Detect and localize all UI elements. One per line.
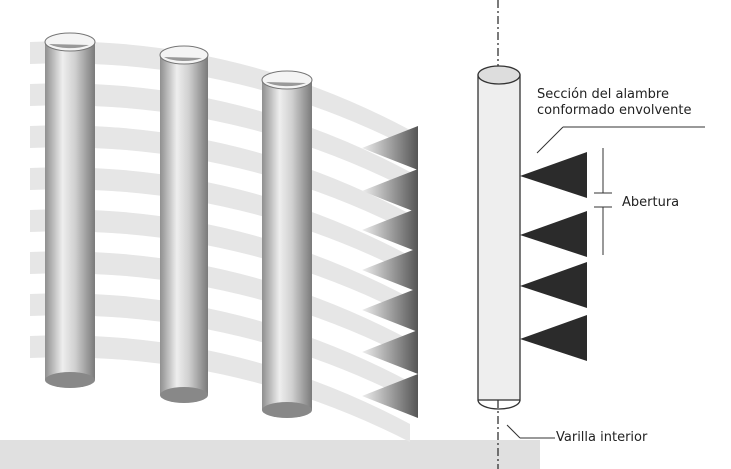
floor-bar [0,440,540,469]
wire-wedges [362,126,418,418]
support-rod [159,45,209,403]
support-rods [44,32,313,418]
inner-rod-label: Varilla interior [556,430,648,445]
opening-label: Abertura [622,195,680,210]
wire-profiles [520,152,587,361]
wire-wedge [362,208,418,252]
wire-wedge [362,374,418,418]
wire-profile [520,152,587,198]
inner-rod [477,65,521,410]
wire-wedge [362,288,418,332]
dimension-lines [506,126,705,439]
wire-bands [30,41,410,442]
wire-wedge [362,169,418,213]
support-rod [261,70,313,418]
section-label-line1: Sección del alambre [537,87,669,102]
wire-profile [520,211,587,257]
section-label-line2: conformado envolvente [537,103,692,118]
wire-profile [520,315,587,361]
wire-profile [520,262,587,308]
support-rod [44,32,96,388]
wire-wedge [362,248,418,292]
wire-wedge [362,330,418,374]
wire-wedge [362,126,418,170]
